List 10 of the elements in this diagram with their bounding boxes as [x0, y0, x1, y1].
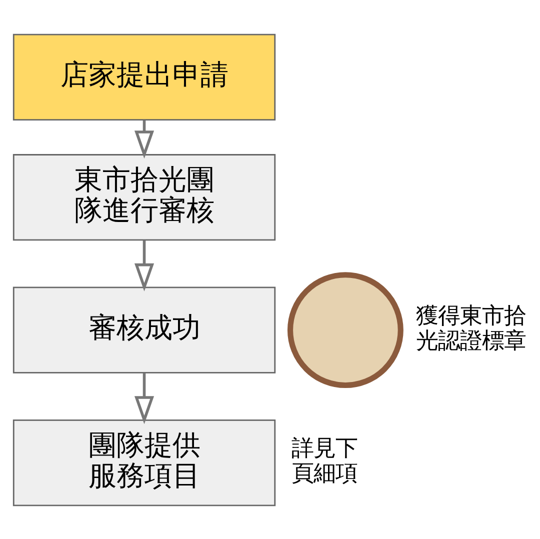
- arrow: [134, 372, 154, 424]
- node-box: 店家提出申請: [12, 33, 276, 120]
- node-label: 詳見下頁細項: [291, 435, 358, 486]
- node-label: 獲得東市拾光認證標章: [416, 302, 526, 354]
- node-circle: [287, 272, 404, 388]
- arrow: [134, 240, 154, 291]
- node-box: 審核成功: [12, 286, 276, 373]
- node-box: 團隊提供服務項目: [12, 419, 276, 506]
- node-box: 東市拾光團隊進行審核: [12, 154, 276, 240]
- arrow: [134, 120, 154, 158]
